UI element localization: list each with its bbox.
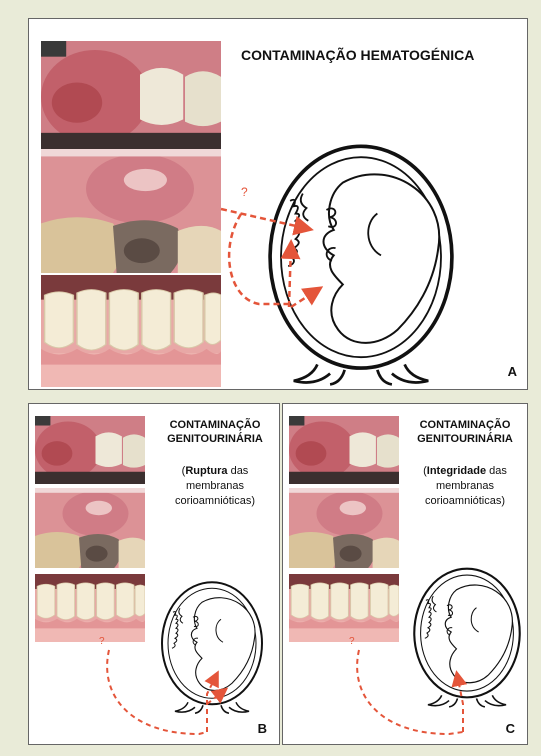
- panel-b-title: CONTAMINAÇÃO GENITOURINÁRIA: [153, 418, 277, 446]
- panel-c-note-bold: Integridade: [427, 465, 486, 477]
- photo-gum-abscess-c: [289, 416, 399, 484]
- photo-teeth-gingivitis-b: [35, 574, 145, 642]
- panel-a-title: CONTAMINAÇÃO HEMATOGÉNICA: [241, 47, 474, 63]
- photo-gum-abscess-b: [35, 416, 145, 484]
- question-mark-c: ?: [349, 636, 355, 647]
- panel-a-letter: A: [508, 364, 517, 379]
- panel-b-letter: B: [258, 721, 267, 736]
- panel-c-note-rest: das: [486, 465, 507, 477]
- hematogenous-arrows-a: [219, 189, 339, 319]
- photo-gum-swelling-b: [35, 488, 145, 568]
- genitourinary-arrows-b: [89, 634, 239, 744]
- question-mark-b: ?: [99, 636, 105, 647]
- photo-teeth-gingivitis-c: [289, 574, 399, 642]
- panel-b-title-line2: GENITOURINÁRIA: [153, 432, 277, 446]
- panel-c-title: CONTAMINAÇÃO GENITOURINÁRIA: [403, 418, 527, 446]
- panel-c-note: (Integridade das membranas corioamniótic…: [403, 464, 527, 509]
- panel-b: CONTAMINAÇÃO GENITOURINÁRIA (Ruptura das…: [28, 403, 280, 745]
- genitourinary-arrows-c: [339, 634, 489, 744]
- panel-b-note: (Ruptura das membranas corioamnióticas): [153, 464, 277, 509]
- panel-b-note-line3: corioamnióticas): [153, 494, 277, 509]
- panel-b-title-line1: CONTAMINAÇÃO: [153, 418, 277, 432]
- panel-b-note-rest: das: [228, 465, 249, 477]
- photo-teeth-gingivitis: [41, 275, 221, 387]
- panel-c-letter: C: [506, 721, 515, 736]
- panel-b-note-line2: membranas: [153, 479, 277, 494]
- panel-c: CONTAMINAÇÃO GENITOURINÁRIA (Integridade…: [282, 403, 528, 745]
- panel-b-note-bold: Ruptura: [185, 465, 227, 477]
- photo-gum-swelling: [41, 149, 221, 273]
- panel-a: CONTAMINAÇÃO HEMATOGÉNICA ? A: [28, 18, 528, 390]
- question-mark-a: ?: [241, 185, 248, 199]
- panel-c-title-line1: CONTAMINAÇÃO: [403, 418, 527, 432]
- panel-c-note-line3: corioamnióticas): [403, 494, 527, 509]
- panel-c-note-line2: membranas: [403, 479, 527, 494]
- photo-gum-swelling-c: [289, 488, 399, 568]
- photo-gum-abscess: [41, 41, 221, 153]
- panel-c-title-line2: GENITOURINÁRIA: [403, 432, 527, 446]
